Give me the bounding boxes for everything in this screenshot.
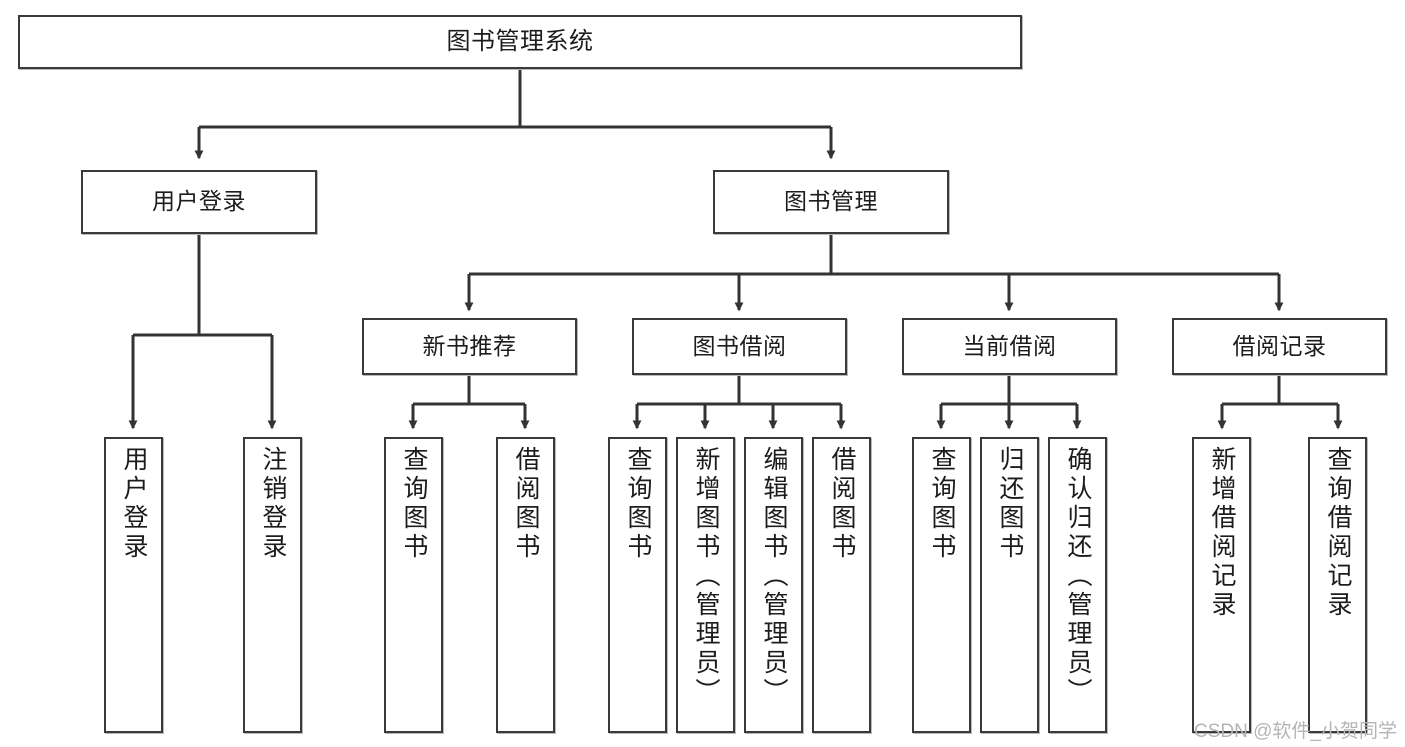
node-label: 注销登录 — [259, 446, 287, 562]
node-user-login[interactable]: 用户登录 — [81, 170, 317, 234]
node-label: 用户登录 — [152, 188, 246, 215]
node-leaf-add-book-admin[interactable]: 新增图书（管理员） — [676, 437, 735, 733]
node-label: 查询图书 — [624, 446, 652, 562]
node-label: 编辑图书（管理员） — [760, 446, 788, 707]
node-label: 图书借阅 — [692, 332, 787, 359]
node-leaf-query-borrow-record[interactable]: 查询借阅记录 — [1308, 437, 1367, 733]
node-new-book-recommend[interactable]: 新书推荐 — [362, 318, 577, 375]
node-label: 查询借阅记录 — [1324, 446, 1352, 620]
node-label: 归还图书 — [996, 446, 1024, 562]
node-label: 新增图书（管理员） — [692, 446, 720, 707]
node-leaf-edit-book-admin[interactable]: 编辑图书（管理员） — [744, 437, 803, 733]
node-label: 查询图书 — [928, 446, 956, 562]
node-label: 确认归还（管理员） — [1064, 446, 1092, 707]
node-leaf-borrow-book-recommend[interactable]: 借阅图书 — [496, 437, 555, 733]
watermark-text: CSDN @软件_小贺同学 — [1194, 721, 1397, 742]
node-leaf-return-book[interactable]: 归还图书 — [980, 437, 1039, 733]
node-root-system[interactable]: 图书管理系统 — [18, 15, 1022, 69]
node-borrow-record[interactable]: 借阅记录 — [1172, 318, 1387, 375]
node-leaf-query-book-recommend[interactable]: 查询图书 — [384, 437, 443, 733]
node-leaf-borrow-book-borrow[interactable]: 借阅图书 — [812, 437, 871, 733]
node-leaf-logout-login[interactable]: 注销登录 — [243, 437, 302, 733]
node-current-borrow[interactable]: 当前借阅 — [902, 318, 1117, 375]
node-leaf-confirm-return-admin[interactable]: 确认归还（管理员） — [1048, 437, 1107, 733]
node-label: 当前借阅 — [962, 332, 1057, 359]
node-label: 图书管理 — [784, 188, 878, 215]
node-leaf-query-book-borrow[interactable]: 查询图书 — [608, 437, 667, 733]
node-book-borrow[interactable]: 图书借阅 — [632, 318, 847, 375]
node-label: 借阅记录 — [1232, 332, 1327, 359]
node-label: 借阅图书 — [512, 446, 540, 562]
node-label: 图书管理系统 — [446, 27, 594, 55]
node-book-management[interactable]: 图书管理 — [713, 170, 949, 234]
node-leaf-query-book-current[interactable]: 查询图书 — [912, 437, 971, 733]
node-label: 新增借阅记录 — [1208, 446, 1236, 620]
node-label: 借阅图书 — [828, 446, 856, 562]
node-leaf-user-login[interactable]: 用户登录 — [104, 437, 163, 733]
node-label: 查询图书 — [400, 446, 428, 562]
node-leaf-add-borrow-record[interactable]: 新增借阅记录 — [1192, 437, 1251, 733]
node-label: 用户登录 — [120, 446, 148, 562]
node-label: 新书推荐 — [422, 332, 517, 359]
